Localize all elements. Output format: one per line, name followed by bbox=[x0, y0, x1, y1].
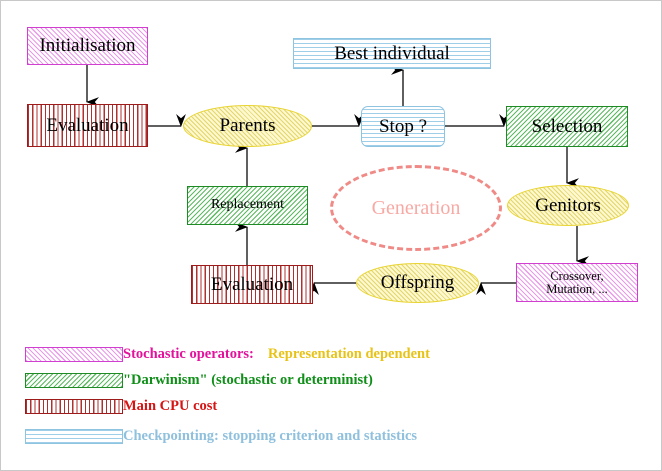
node-evaluation-bottom-label: Evaluation bbox=[210, 273, 294, 295]
node-parents-label: Parents bbox=[219, 115, 276, 137]
legend-label-main-cpu-cost: Main CPU cost bbox=[123, 397, 218, 414]
legend-label-stochastic-operators-primary: Stochastic operators: bbox=[123, 345, 254, 362]
node-initialisation-label: Initialisation bbox=[39, 35, 136, 57]
node-stop-label: Stop ? bbox=[378, 115, 428, 137]
node-parents[interactable]: Parents bbox=[183, 105, 312, 147]
node-offspring-label: Offspring bbox=[380, 272, 455, 294]
legend-label-stochastic-operators: Stochastic operators: Representation depe… bbox=[123, 346, 430, 363]
legend-row: Checkpointing: stopping criterion and st… bbox=[1, 425, 661, 447]
node-best-individual[interactable]: Best individual bbox=[293, 38, 491, 69]
legend-swatch-checkpointing bbox=[25, 428, 123, 444]
node-crossover-mutation[interactable]: Crossover, Mutation, ... bbox=[516, 263, 638, 302]
legend-label-darwinism: "Darwinism" (stochastic or determinist) bbox=[123, 371, 373, 388]
node-evaluation-top[interactable]: Evaluation bbox=[27, 104, 148, 147]
legend-swatch-stochastic-operators bbox=[25, 346, 123, 362]
legend-swatch-darwinism bbox=[25, 372, 123, 388]
node-evaluation-bottom[interactable]: Evaluation bbox=[191, 265, 313, 304]
legend-row: "Darwinism" (stochastic or determinist) bbox=[1, 369, 661, 391]
node-generation-label: Generation bbox=[371, 196, 461, 219]
node-genitors-label: Genitors bbox=[535, 194, 601, 216]
legend-swatch-main-cpu-cost bbox=[25, 398, 123, 414]
node-crossover-mutation-label: Crossover, Mutation, ... bbox=[546, 268, 608, 296]
node-selection[interactable]: Selection bbox=[506, 106, 628, 147]
node-evaluation-top-label: Evaluation bbox=[46, 114, 129, 136]
node-stop[interactable]: Stop ? bbox=[361, 106, 445, 147]
node-replacement[interactable]: Replacement bbox=[187, 186, 308, 225]
node-initialisation[interactable]: Initialisation bbox=[27, 27, 148, 65]
node-generation: Generation bbox=[330, 165, 502, 251]
node-genitors[interactable]: Genitors bbox=[507, 185, 629, 226]
node-best-individual-label: Best individual bbox=[334, 42, 450, 64]
legend-label-checkpointing: Checkpointing: stopping criterion and st… bbox=[123, 427, 418, 444]
legend-row: Stochastic operators: Representation depe… bbox=[1, 343, 661, 365]
node-replacement-label: Replacement bbox=[210, 197, 285, 213]
legend-label-representation-dependent: Representation dependent bbox=[267, 345, 430, 362]
node-offspring[interactable]: Offspring bbox=[356, 263, 479, 303]
legend-row: Main CPU cost bbox=[1, 395, 661, 417]
node-selection-label: Selection bbox=[531, 115, 603, 137]
